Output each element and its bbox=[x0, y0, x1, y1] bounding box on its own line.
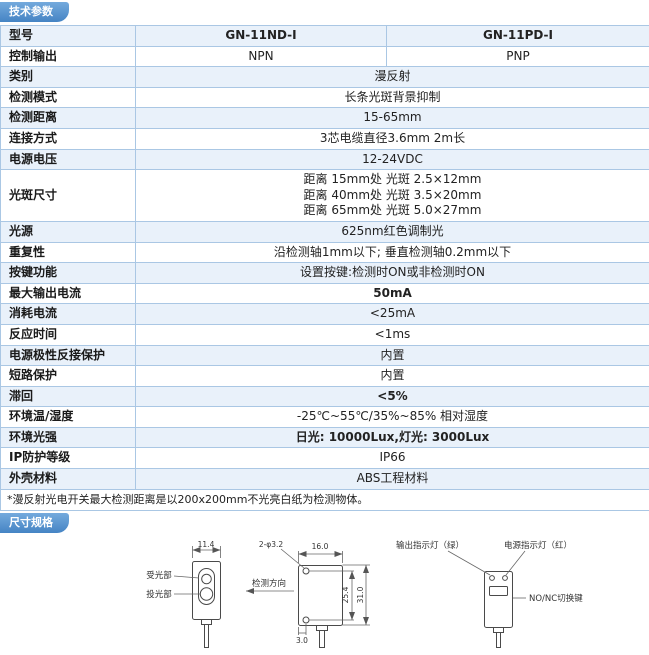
param-name: 电源电压 bbox=[1, 149, 136, 170]
param-name: 外壳材料 bbox=[1, 469, 136, 490]
param-value: 日光: 10000Lux,灯光: 3000Lux bbox=[136, 427, 649, 448]
param-value: 长条光斑背景抑制 bbox=[136, 87, 649, 108]
detect-direction-label: 检测方向 bbox=[252, 578, 286, 589]
front-dimension-lines bbox=[174, 546, 221, 594]
param-value: 625nm红色调制光 bbox=[136, 221, 649, 242]
spec-row: 滞回<5% bbox=[1, 386, 649, 407]
spec-row: 检测模式长条光斑背景抑制 bbox=[1, 87, 649, 108]
spec-row: 短路保护内置 bbox=[1, 366, 649, 387]
spec-row: 电源极性反接保护内置 bbox=[1, 345, 649, 366]
param-name: 消耗电流 bbox=[1, 304, 136, 325]
param-value: 内置 bbox=[136, 345, 649, 366]
spec-row: 消耗电流<25mA bbox=[1, 304, 649, 325]
param-name: 连接方式 bbox=[1, 128, 136, 149]
param-name: 重复性 bbox=[1, 242, 136, 263]
spec-row: 类别漫反射 bbox=[1, 67, 649, 88]
param-name: 按键功能 bbox=[1, 263, 136, 284]
param-name: 类别 bbox=[1, 67, 136, 88]
param-name: 光斑尺寸 bbox=[1, 170, 136, 222]
param-value: 设置按键:检测时ON或非检测时ON bbox=[136, 263, 649, 284]
dimension-drawings: 11.4 2-φ3.2 16.0 25.4 31.0 3.0 受光部 投光部 检… bbox=[0, 537, 649, 655]
side-bottom-dim-label: 3.0 bbox=[296, 636, 308, 645]
param-value: <25mA bbox=[136, 304, 649, 325]
param-name: 检测模式 bbox=[1, 87, 136, 108]
spec-row: 环境温/湿度-25℃~55℃/35%~85% 相对湿度 bbox=[1, 407, 649, 428]
param-value: 50mA bbox=[136, 283, 649, 304]
param-value: 12-24VDC bbox=[136, 149, 649, 170]
param-value: 3芯电缆直径3.6mm 2m长 bbox=[136, 128, 649, 149]
footnote-row: *漫反射光电开关最大检测距离是以200x200mm不光亮白纸为检测物体。 bbox=[1, 489, 649, 510]
param-value: ABS工程材料 bbox=[136, 469, 649, 490]
param-name: IP防护等级 bbox=[1, 448, 136, 469]
param-value: 内置 bbox=[136, 366, 649, 387]
param-value: GN-11PD-I bbox=[387, 26, 649, 47]
param-value: PNP bbox=[387, 46, 649, 67]
param-name: 控制输出 bbox=[1, 46, 136, 67]
side-holes-dim-label: 2-φ3.2 bbox=[259, 540, 284, 549]
param-name: 滞回 bbox=[1, 386, 136, 407]
emitter-label: 投光部 bbox=[146, 589, 172, 600]
spec-row: 反应时间<1ms bbox=[1, 324, 649, 345]
side-height-dim-label: 31.0 bbox=[356, 586, 365, 603]
param-name: 型号 bbox=[1, 26, 136, 47]
param-value: <5% bbox=[136, 386, 649, 407]
spec-row: 按键功能设置按键:检测时ON或非检测时ON bbox=[1, 263, 649, 284]
footnote: *漫反射光电开关最大检测距离是以200x200mm不光亮白纸为检测物体。 bbox=[1, 489, 649, 510]
param-value: GN-11ND-I bbox=[136, 26, 387, 47]
param-value: -25℃~55℃/35%~85% 相对湿度 bbox=[136, 407, 649, 428]
param-name: 环境光强 bbox=[1, 427, 136, 448]
power-led-label: 电源指示灯（红） bbox=[504, 540, 572, 551]
spec-row: 重复性沿检测轴1mm以下; 垂直检测轴0.2mm以下 bbox=[1, 242, 649, 263]
param-name: 检测距离 bbox=[1, 108, 136, 129]
param-value: IP66 bbox=[136, 448, 649, 469]
param-value: NPN bbox=[136, 46, 387, 67]
side-width-dim-label: 16.0 bbox=[312, 542, 329, 551]
param-name: 光源 bbox=[1, 221, 136, 242]
side-hole-spacing-dim-label: 25.4 bbox=[341, 586, 350, 603]
param-name: 最大输出电流 bbox=[1, 283, 136, 304]
param-value: 漫反射 bbox=[136, 67, 649, 88]
param-name: 短路保护 bbox=[1, 366, 136, 387]
tech-params-badge: 技术参数 bbox=[0, 2, 69, 22]
sensor-front-view bbox=[193, 561, 221, 647]
param-name: 反应时间 bbox=[1, 324, 136, 345]
spec-row: 环境光强日光: 10000Lux,灯光: 3000Lux bbox=[1, 427, 649, 448]
param-value: 15-65mm bbox=[136, 108, 649, 129]
sensor-top-view bbox=[485, 571, 513, 647]
param-name: 电源极性反接保护 bbox=[1, 345, 136, 366]
param-value: <1ms bbox=[136, 324, 649, 345]
top-leader-lines bbox=[448, 551, 526, 598]
param-value: 沿检测轴1mm以下; 垂直检测轴0.2mm以下 bbox=[136, 242, 649, 263]
dimensions-badge: 尺寸规格 bbox=[0, 513, 69, 533]
param-name: 环境温/湿度 bbox=[1, 407, 136, 428]
front-width-dim-label: 11.4 bbox=[198, 540, 215, 549]
noc-switch-label: NO/NC切换键 bbox=[529, 593, 583, 604]
output-led-label: 输出指示灯（绿） bbox=[396, 540, 464, 551]
receiver-label: 受光部 bbox=[146, 570, 172, 581]
dimension-diagram: 11.4 2-φ3.2 16.0 25.4 31.0 3.0 受光部 投光部 检… bbox=[0, 537, 649, 651]
